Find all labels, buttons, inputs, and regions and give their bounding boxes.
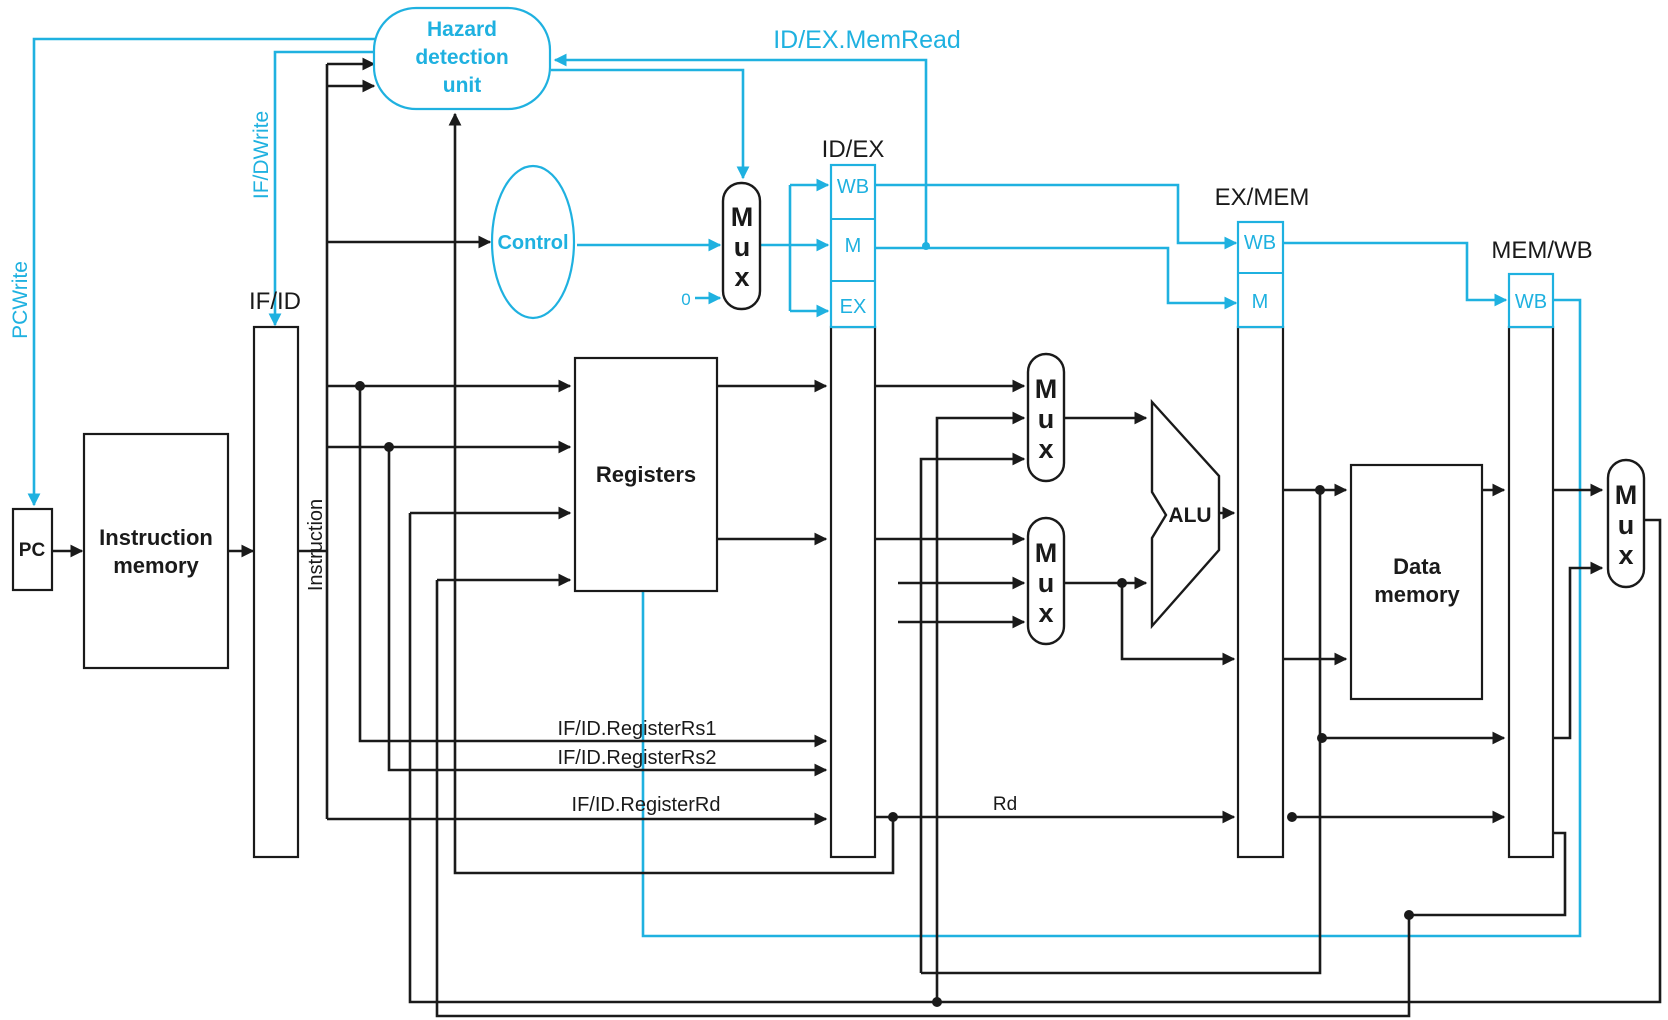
mux-zero-input: 0 [681, 290, 690, 309]
alu-mux-a-u: u [1038, 404, 1055, 434]
control-unit: Control [490, 164, 576, 320]
id-ex-label: ID/EX [822, 136, 885, 163]
rs1-label: IF/ID.RegisterRs1 [558, 718, 717, 740]
alu-mux-b-x: x [1038, 598, 1053, 628]
control-mux-u: u [734, 232, 751, 262]
if-id-label: IF/ID [249, 288, 301, 315]
control-mux: M u x [721, 181, 762, 311]
rd-full-label: IF/ID.RegisterRd [572, 794, 721, 816]
alu-mux-a-x: x [1038, 434, 1053, 464]
im-label-1: Instruction [99, 525, 213, 550]
id-ex-wb-label: WB [837, 176, 869, 198]
ex-mem-label: EX/MEM [1215, 184, 1310, 211]
alu-mux-a-m: M [1035, 374, 1058, 404]
register-file: Registers [573, 356, 719, 593]
writeback-mux: M u x [1606, 458, 1646, 589]
dm-label-2: memory [1374, 582, 1460, 607]
control-wires [27, 37, 1582, 938]
ex-mem-register: WB M EX/MEM [1215, 184, 1310, 859]
ifdwrite-label: IF/DWrite [250, 111, 273, 199]
instruction-memory: Instruction memory [82, 432, 230, 670]
mem-wb-register: WB MEM/WB [1491, 237, 1593, 859]
alu-mux-b-m: M [1035, 538, 1058, 568]
mem-wb-label: MEM/WB [1491, 237, 1592, 264]
hazard-label-1: Hazard [427, 18, 497, 41]
id-ex-register: WB M EX ID/EX [822, 136, 885, 859]
hazard-label-2: detection [415, 46, 508, 69]
id-ex-ex-label: EX [840, 296, 867, 318]
alu-mux-b-u: u [1038, 568, 1055, 598]
data-memory: Data memory [1349, 463, 1484, 701]
im-label-2: memory [113, 553, 199, 578]
rd-label: Rd [993, 794, 1017, 815]
if-id-register: IF/ID [249, 288, 301, 859]
ex-mem-m-label: M [1252, 291, 1269, 313]
hazard-detection-unit: Hazard detection unit [372, 6, 552, 111]
control-mux-m: M [731, 202, 754, 232]
alu-mux-a: M u x [1026, 352, 1066, 483]
wb-mux-m: M [1615, 480, 1638, 510]
junction-dots [355, 242, 1414, 1007]
control-mux-x: x [734, 262, 749, 292]
id-ex-memread-label: ID/EX.MemRead [773, 26, 961, 54]
dm-label-1: Data [1393, 554, 1441, 579]
control-label: Control [497, 232, 568, 254]
ex-mem-wb-label: WB [1244, 232, 1276, 254]
pcwrite-label: PCWrite [9, 261, 32, 339]
pc-label: PC [19, 540, 46, 561]
wb-mux-u: u [1618, 510, 1635, 540]
id-ex-m-label: M [845, 235, 862, 257]
pc-register: PC [11, 507, 54, 592]
alu: ALU [1150, 398, 1221, 630]
hazard-label-3: unit [443, 74, 481, 97]
wb-mux-x: x [1618, 540, 1633, 570]
registers-label: Registers [596, 462, 696, 487]
rs2-label: IF/ID.RegisterRs2 [558, 747, 717, 769]
alu-mux-b: M u x [1026, 516, 1066, 646]
instruction-bus-label: Instruction [305, 499, 327, 591]
mem-wb-wb-label: WB [1515, 291, 1547, 313]
data-wires [52, 57, 1662, 1018]
alu-label: ALU [1168, 504, 1211, 527]
